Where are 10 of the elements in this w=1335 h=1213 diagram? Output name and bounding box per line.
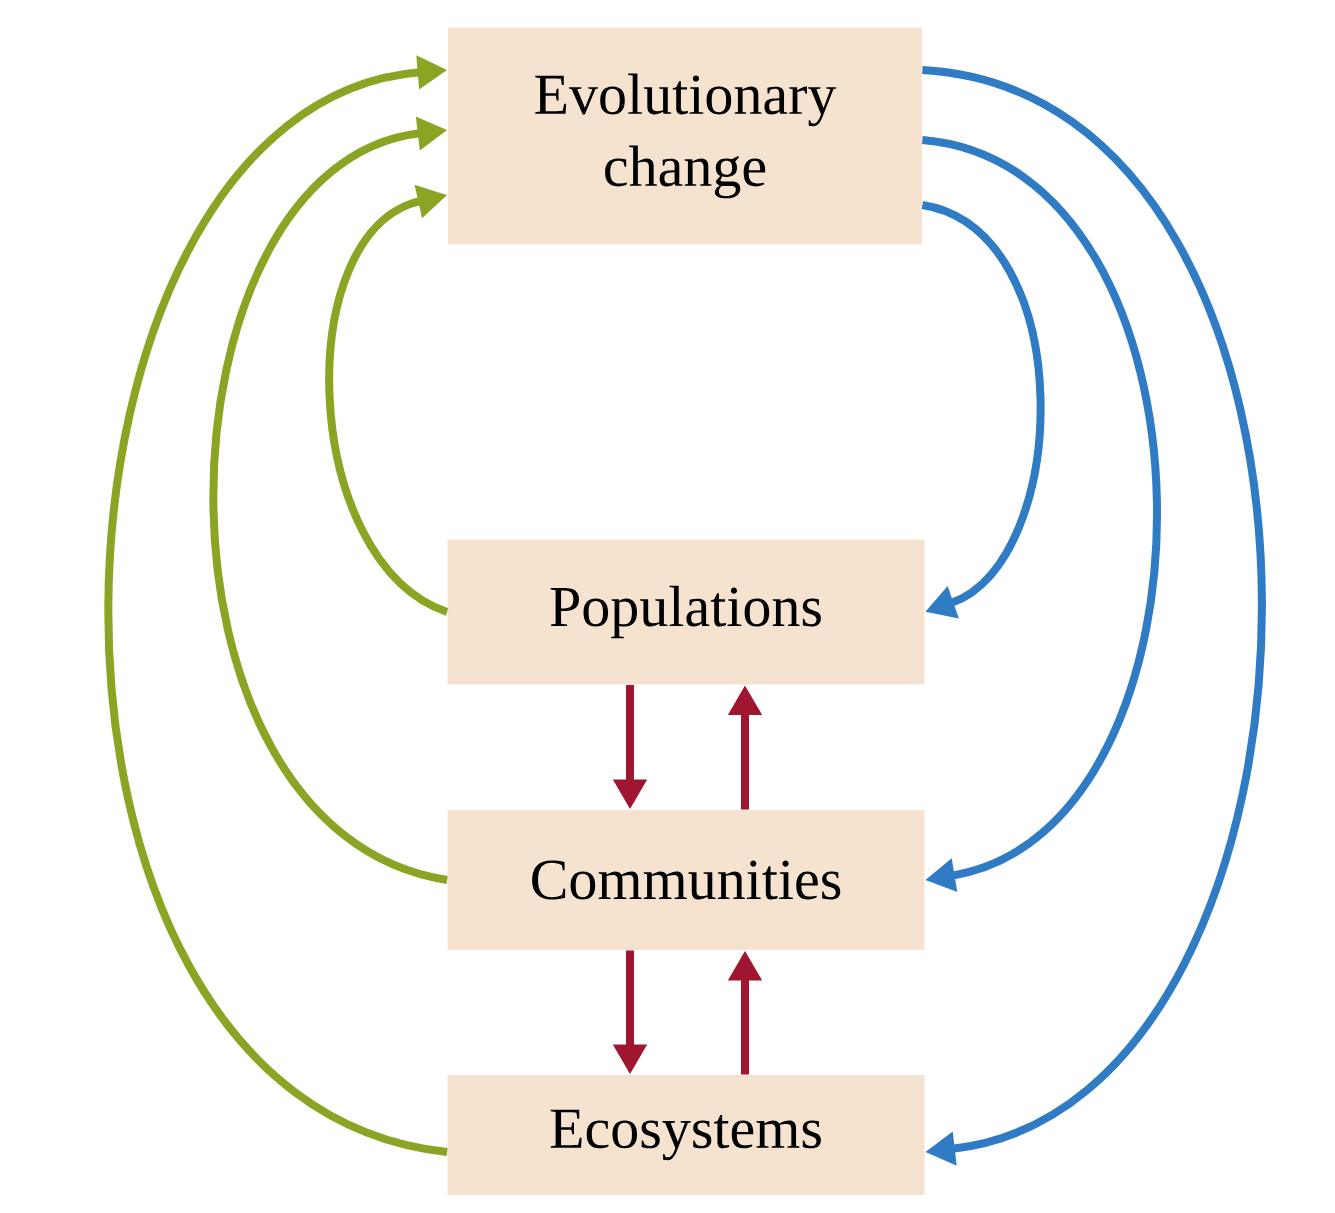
level-box: Evolutionary change (448, 27, 922, 245)
arrow (209, 116, 449, 884)
arrow (104, 55, 449, 1156)
arrow (921, 201, 1045, 619)
arrow (921, 66, 1266, 1166)
level-box: Communities (447, 810, 925, 950)
level-box: Populations (447, 539, 925, 685)
level-box: Ecosystems (447, 1075, 925, 1195)
arrow (325, 184, 449, 616)
arrow (921, 136, 1161, 893)
